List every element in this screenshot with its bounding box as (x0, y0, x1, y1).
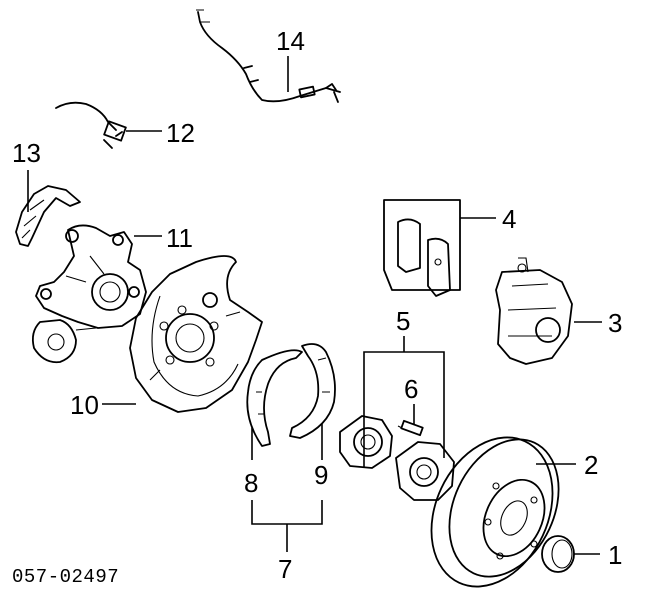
callout-14: 14 (276, 26, 305, 56)
callout-10: 10 (70, 390, 99, 420)
callout-9: 9 (314, 460, 328, 490)
part-5-hub-assembly (339, 415, 455, 501)
callout-2: 2 (584, 450, 598, 480)
callout-5: 5 (396, 306, 410, 336)
callout-labels: 14 12 13 4 11 3 5 6 10 2 8 9 7 1 057-024… (12, 26, 622, 588)
callout-7: 7 (278, 554, 292, 584)
callout-4: 4 (502, 204, 516, 234)
part-10-backing-plate (129, 255, 263, 413)
callout-6: 6 (404, 374, 418, 404)
part-2-brake-rotor (430, 436, 560, 588)
part-4-brake-pads (383, 199, 461, 297)
leader-lines (27, 56, 602, 555)
callout-8: 8 (244, 468, 258, 498)
part-3-caliper (495, 257, 573, 365)
callout-1: 1 (608, 540, 622, 570)
part-6-wheel-stud (397, 419, 424, 437)
part-14-abs-wire (196, 9, 341, 103)
part-12-speed-sensor (55, 101, 127, 149)
callout-12: 12 (166, 118, 195, 148)
part-1-hub-cap (541, 535, 575, 573)
callout-13: 13 (12, 138, 41, 168)
part-11-knuckle (31, 224, 147, 364)
callout-11: 11 (166, 223, 193, 253)
drawing-code: 057-02497 (12, 566, 119, 588)
callout-3: 3 (608, 308, 622, 338)
part-9-brake-shoe (289, 343, 336, 439)
part-13-shield-bracket (15, 185, 81, 247)
part-8-brake-shoe (246, 349, 303, 447)
